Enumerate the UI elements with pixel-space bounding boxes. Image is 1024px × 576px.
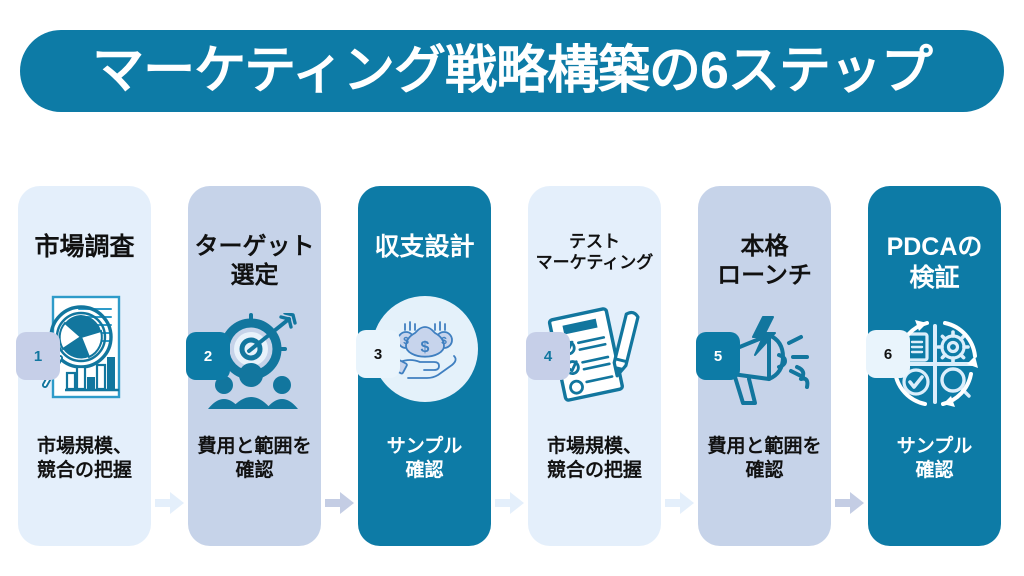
step-caption-5-line1: 費用と範囲を [707,435,822,457]
step-caption-3-line2: 確認 [405,460,444,482]
arrow-3-to-4 [495,490,525,516]
step-caption-2: 費用と範囲を 確認 [193,435,315,484]
step-title-3: 収支設計 [374,233,475,261]
step-number-badge-3: 3 [356,330,400,378]
step-title-6: PDCAの 検証 [883,232,987,293]
arrow-1-to-2 [155,490,185,516]
svg-text:$: $ [441,336,447,347]
step-title-4: テスト マーケティング [532,232,658,273]
step-caption-1-line1: 市場規模、 [36,435,132,457]
step-title-2-line1: ターゲット [194,233,315,260]
market-research-icon [41,295,120,398]
step-caption-4: 市場規模、 競合の把握 [543,435,646,484]
step-caption-3-line1: サンプル [386,435,463,457]
step-number-badge-5: 5 [696,332,740,380]
step-number-badge-2: 2 [186,332,230,380]
step-title-1: 市場調査 [34,233,135,261]
step-caption-2-line2: 確認 [235,460,274,482]
arrow-2-to-3 [325,490,355,516]
step-caption-4-line2: 競合の把握 [546,460,642,482]
steps-row: 市場調査 [0,160,1024,560]
step-title-5-line2: ローンチ [717,262,812,290]
step-caption-5: 費用と範囲を 確認 [703,435,825,484]
step-number-badge-1: 1 [16,332,60,380]
step-title-4-line1: テスト [568,232,620,251]
step-number-badge-4: 4 [526,332,570,380]
step-caption-5-line2: 確認 [745,460,784,482]
title-banner-wrap: マーケティング戦略構築の6ステップ [20,30,1004,112]
step-title-2-line2: 選定 [230,262,279,290]
step-title-2: ターゲット 選定 [191,232,319,291]
arrow-5-to-6 [835,490,865,516]
step-title-5: 本格 ローンチ [713,232,816,291]
svg-text:$: $ [403,336,409,347]
svg-text:$: $ [420,339,429,356]
step-caption-6-line1: サンプル [896,435,973,457]
page-title: マーケティング戦略構築の6ステップ [92,42,933,100]
step-title-4-line2: マーケティング [535,252,654,272]
step-number-badge-6: 6 [866,330,910,378]
step-caption-2-line1: 費用と範囲を [197,435,312,457]
step-caption-6: サンプル 確認 [893,435,976,484]
step-caption-1-line2: 競合の把握 [36,460,132,482]
step-title-5-line1: 本格 [740,233,789,260]
step-caption-6-line2: 確認 [915,460,954,482]
step-caption-4-line1: 市場規模、 [546,435,642,457]
step-title-6-line2: 検証 [909,263,960,292]
step-caption-1: 市場規模、 競合の把握 [33,435,136,484]
title-banner: マーケティング戦略構築の6ステップ [20,30,1004,112]
step-icon-holder-1 [18,263,151,435]
step-caption-3: サンプル 確認 [383,435,466,484]
step-title-6-line1: PDCAの [886,233,983,261]
arrow-4-to-5 [665,490,695,516]
